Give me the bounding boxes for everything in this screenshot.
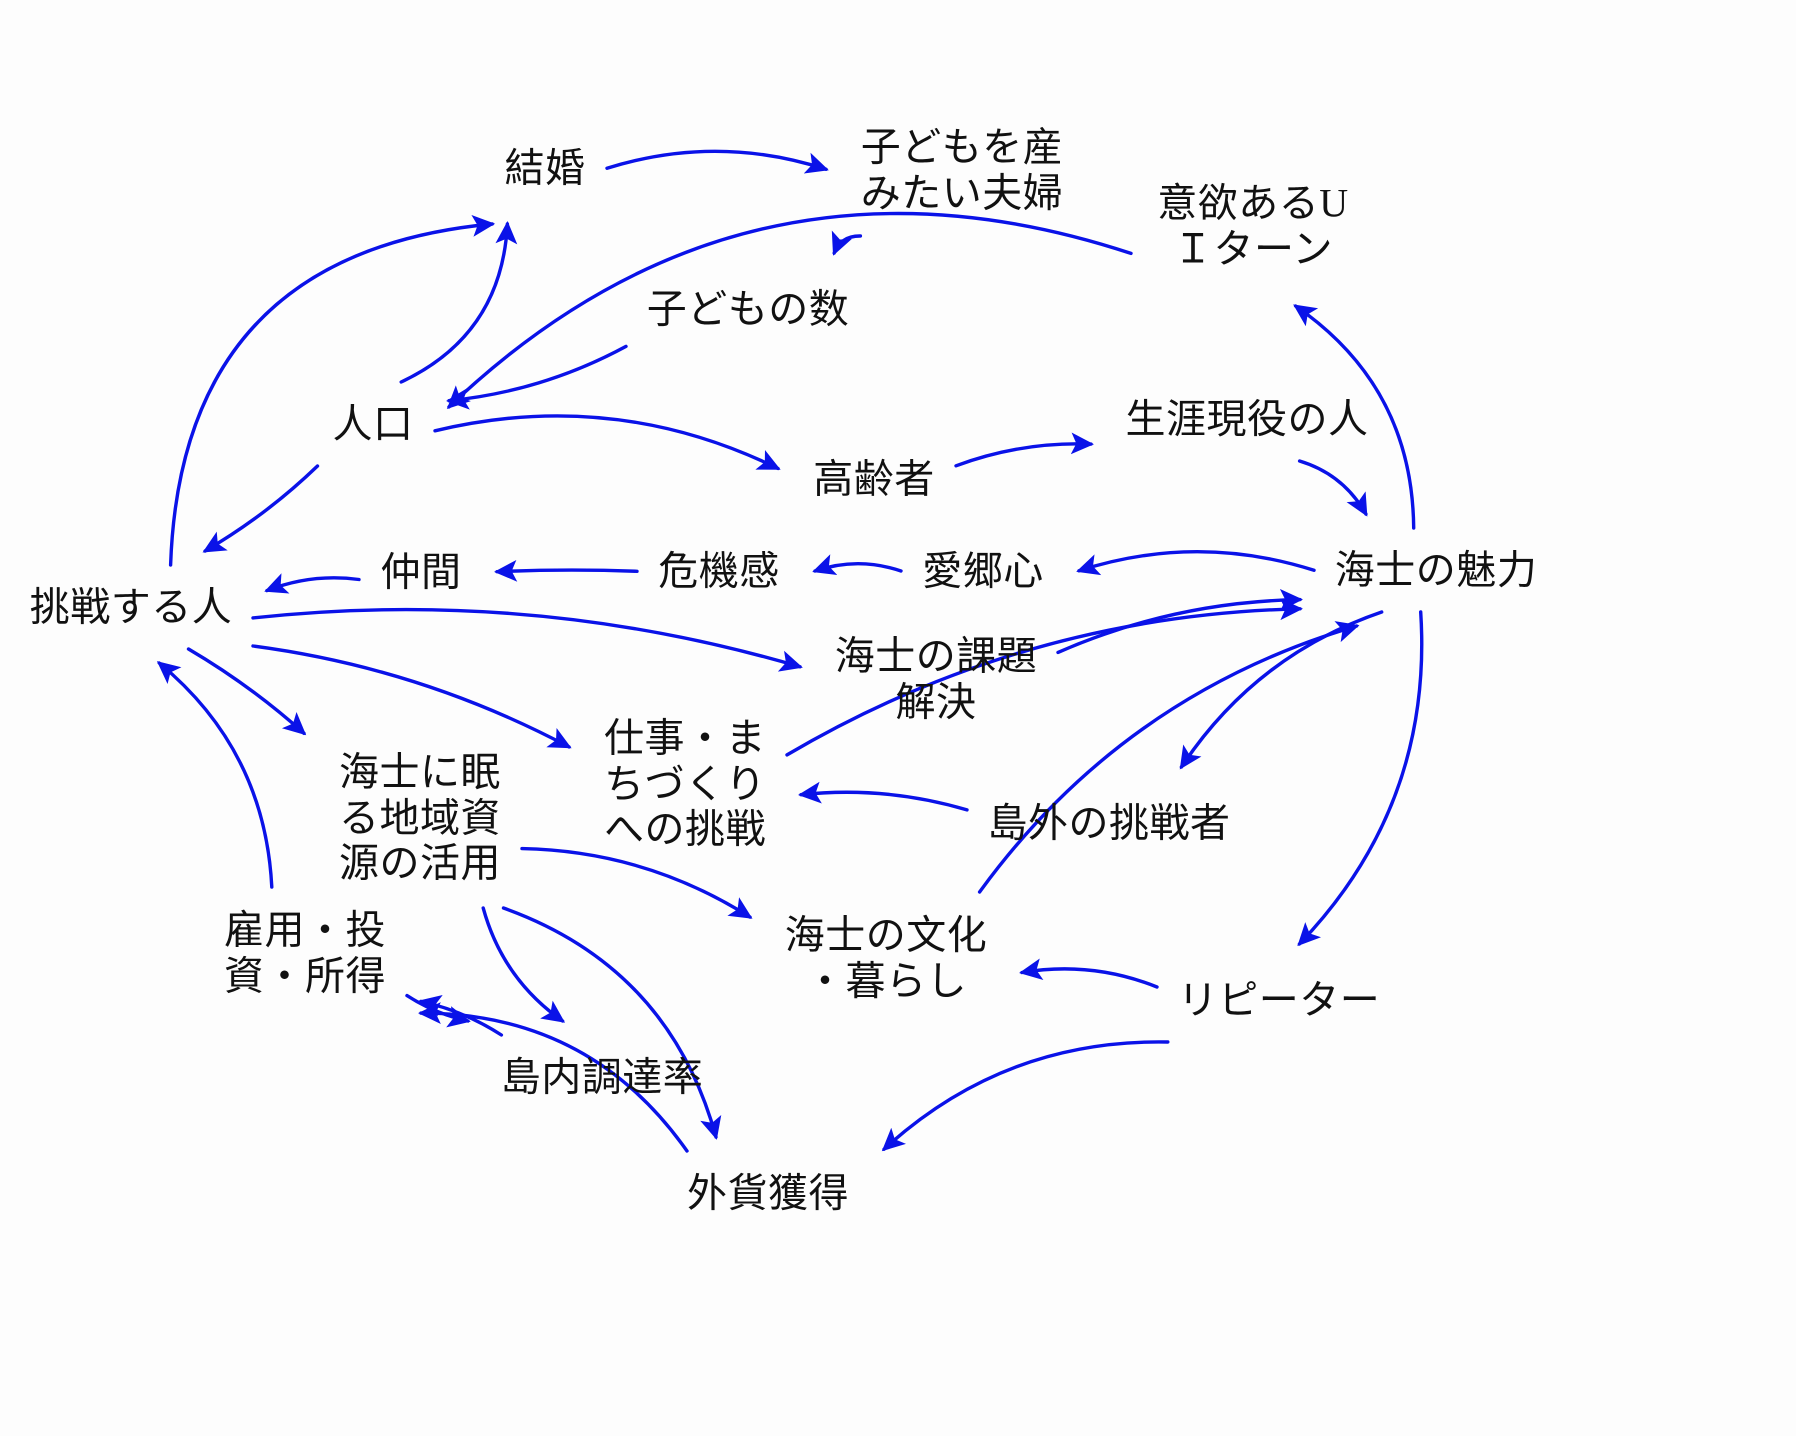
node-label-line: 子どもの数: [646, 286, 850, 332]
node-label-line: 人口: [332, 401, 414, 447]
node-jinko[interactable]: 人口: [333, 400, 414, 447]
node-label-line: 海士に眠: [339, 749, 501, 795]
node-repeater[interactable]: リピーター: [1178, 976, 1381, 1023]
node-nakama[interactable]: 仲間: [381, 548, 462, 595]
edge-miryoku-repeater: [1297, 610, 1424, 947]
node-label-line: 結婚: [504, 145, 586, 191]
node-shogai[interactable]: 生涯現役の人: [1126, 395, 1369, 442]
node-chotatsu[interactable]: 島内調達率: [501, 1053, 704, 1100]
node-shigen[interactable]: 海士に眠る地域資源の活用: [339, 750, 501, 887]
edge-shigen-chotatsu: [481, 906, 566, 1023]
edge-koyo-chosenhito: [156, 661, 274, 889]
edge-togai-shigoto: [798, 781, 969, 812]
node-label-line: 仕事・ま: [604, 715, 766, 761]
edge-chosenhito-shigoto: [251, 644, 572, 749]
node-chosen_hito[interactable]: 挑戦する人: [30, 583, 233, 630]
node-korei[interactable]: 高齢者: [813, 455, 935, 502]
node-label-line: 愛郷心: [922, 548, 1044, 594]
node-label-line: 意欲あるU: [1157, 180, 1349, 226]
node-label-line: Ｉターン: [1172, 226, 1333, 271]
node-label-line: 危機感: [658, 548, 780, 594]
node-label-line: ・暮らし: [805, 958, 967, 1003]
node-togai[interactable]: 島外の挑戦者: [988, 799, 1231, 846]
node-gaika[interactable]: 外貨獲得: [687, 1169, 849, 1216]
edge-shigen-gaika: [501, 906, 722, 1140]
node-label-line: 解決: [895, 679, 977, 724]
node-label-line: る地域資: [339, 795, 501, 841]
edge-nakama-chosenhito: [264, 573, 361, 594]
edge-kadai-miryoku: [1056, 589, 1303, 655]
node-label-line: への挑戦: [604, 806, 766, 852]
node-label-line: 資・所得: [224, 953, 386, 998]
edge-miryoku-iyokuui: [1293, 304, 1416, 530]
node-label-line: 島内調達率: [500, 1054, 704, 1100]
edge-chosenhito-kadai: [251, 607, 803, 672]
node-label-line: 海士の魅力: [1334, 547, 1538, 593]
node-label-line: 海士の課題: [834, 633, 1038, 679]
node-shigoto[interactable]: 仕事・まちづくりへの挑戦: [604, 716, 766, 853]
edge-iyokuui-jinko: [446, 211, 1133, 409]
node-kodomo_kazu[interactable]: 子どもの数: [647, 285, 850, 332]
edge-repeater-bunka: [1019, 958, 1159, 989]
node-koyo[interactable]: 雇用・投資・所得: [224, 907, 386, 998]
edge-jinko-chosenhito: [202, 464, 320, 553]
edge-chosenhito-kekkon: [168, 214, 496, 567]
edge-kodomokazu-jinko: [446, 344, 628, 410]
node-label-line: 生涯現役の人: [1125, 396, 1369, 442]
edge-shigoto-miryoku: [785, 598, 1303, 757]
edge-korei-shogai: [954, 432, 1094, 468]
node-kodomo_fufu[interactable]: 子どもを産みたい夫婦: [861, 124, 1064, 215]
node-label-line: 海士の文化: [784, 912, 988, 958]
node-label-line: 仲間: [380, 549, 462, 595]
node-label-line: 挑戦する人: [29, 584, 233, 630]
node-label-line: 高齢者: [813, 456, 935, 502]
edge-kikikan-nakama: [494, 559, 639, 582]
edge-repeater-gaika: [881, 1040, 1170, 1152]
edge-kekkon-kodomofufu: [605, 149, 829, 174]
edge-jinko-kekkon: [399, 221, 518, 384]
node-label-line: 子どもを産: [860, 124, 1064, 170]
node-bunka[interactable]: 海士の文化・暮らし: [785, 912, 988, 1003]
edge-miryoku-togai: [1179, 610, 1384, 770]
edge-koyo-chotatsu: [405, 993, 471, 1028]
edge-shogai-miryoku: [1297, 459, 1368, 517]
edge-aikyo-kikikan: [812, 554, 903, 575]
node-kikikan[interactable]: 危機感: [658, 547, 780, 594]
node-kekkon[interactable]: 結婚: [505, 144, 586, 191]
node-miryoku[interactable]: 海士の魅力: [1335, 546, 1538, 593]
node-label-line: 島外の挑戦者: [987, 800, 1231, 846]
node-label-line: ちづくり: [604, 761, 766, 807]
edge-kodomofufu-kodomokazu: [831, 230, 863, 256]
node-label-line: みたい夫婦: [860, 170, 1064, 215]
edge-jinko-korei: [433, 414, 781, 471]
node-kadai[interactable]: 海士の課題解決: [835, 633, 1038, 724]
edge-gaika-koyo: [418, 1002, 689, 1153]
edge-bunka-miryoku: [977, 621, 1360, 894]
node-aikyo[interactable]: 愛郷心: [922, 547, 1044, 594]
node-label-line: リピーター: [1177, 977, 1381, 1023]
node-label-line: 源の活用: [339, 840, 501, 886]
edge-chosenhito-shigen: [186, 647, 307, 736]
node-label-line: 雇用・投: [224, 907, 386, 953]
edge-shigen-bunka: [520, 846, 753, 919]
edge-miryoku-aikyo: [1076, 550, 1316, 576]
node-label-line: 外貨獲得: [687, 1170, 849, 1216]
